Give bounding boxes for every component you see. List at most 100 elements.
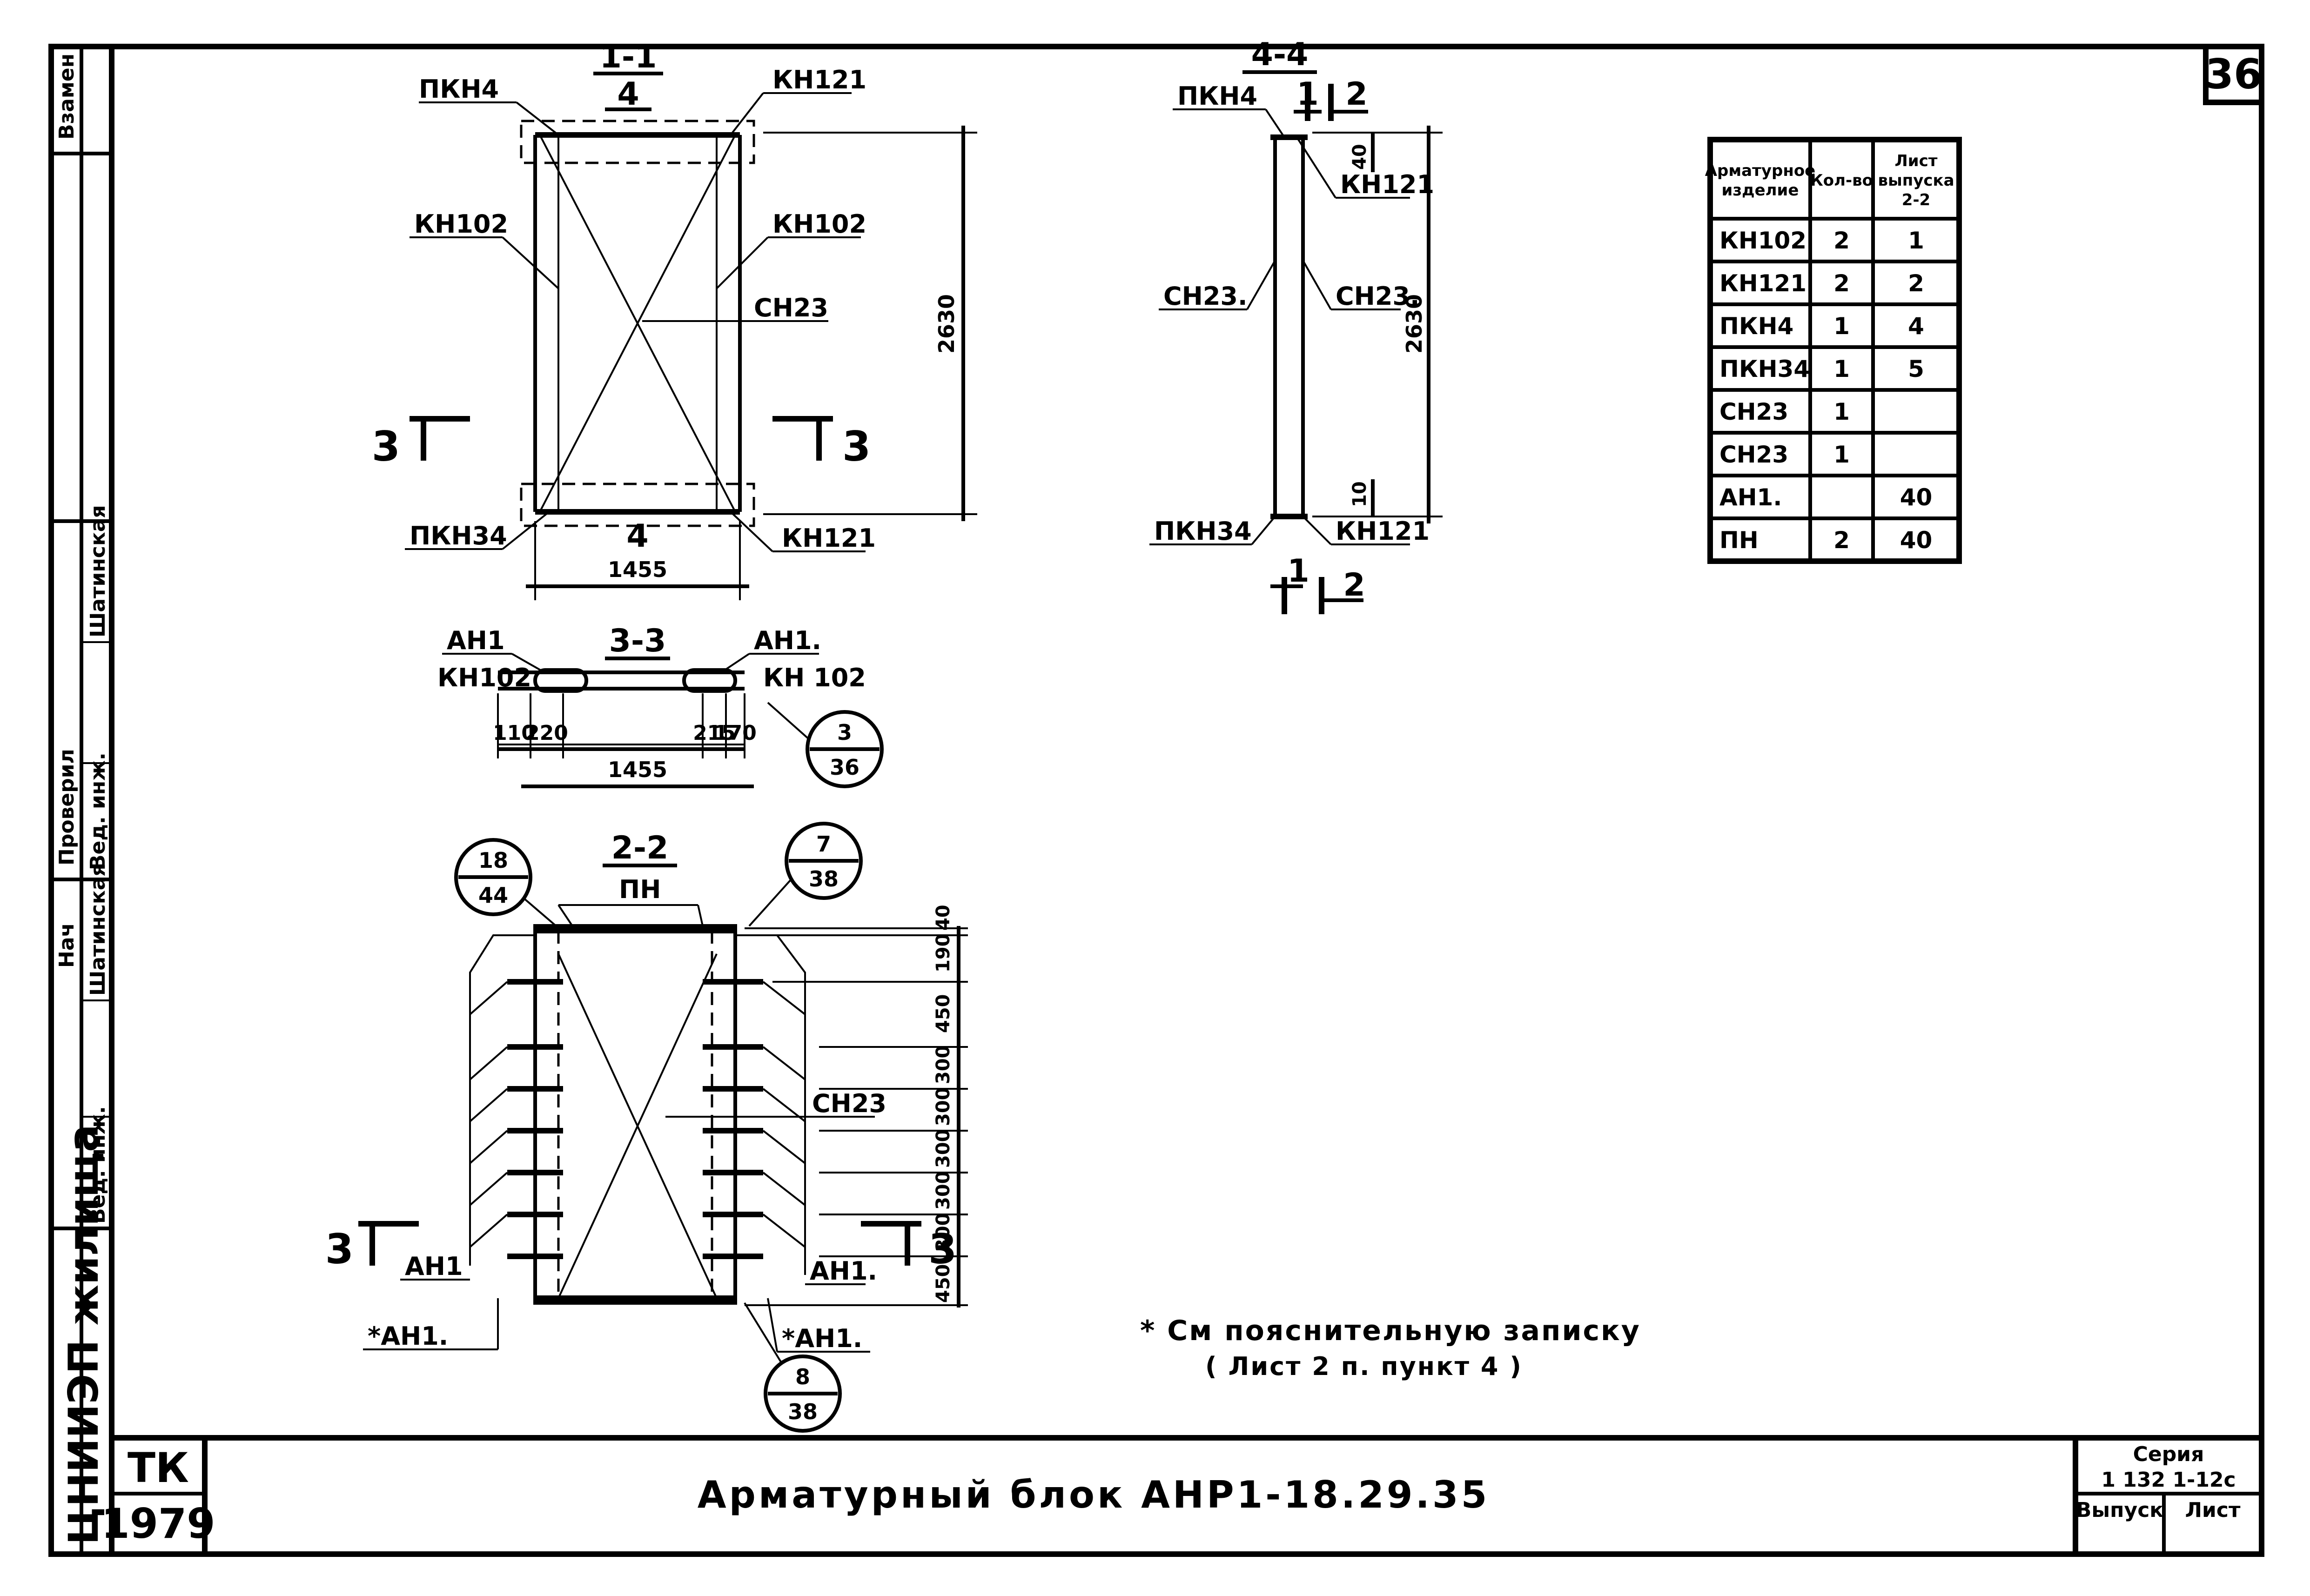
strip-lead: Нач <box>55 923 79 968</box>
footnote-line-1: * См пояснительную записку <box>1140 1314 1641 1347</box>
cut-bottom-2-label: 2 <box>1343 567 1365 604</box>
dim-2-2-1: 190 <box>933 934 954 973</box>
series-value: 1 132 1-12с <box>2101 1468 2236 1492</box>
dim-top: 40 <box>1349 144 1370 170</box>
leader <box>516 101 559 136</box>
section-title-3-3: 3-3 <box>609 623 666 659</box>
dim-bottom: 10 <box>1349 481 1370 507</box>
strip-org: ЦНИИЭП жилища <box>60 1125 107 1545</box>
anchor-diag <box>469 1172 508 1206</box>
callout-bottom: 36 <box>830 755 860 780</box>
strip-proveril: Проверил <box>55 749 79 865</box>
brace-2 <box>539 134 736 512</box>
leader <box>1251 516 1276 545</box>
leader <box>511 653 545 673</box>
strip-ved-inzh-2: Вед. инж. <box>86 1106 110 1224</box>
dim-total: 1455 <box>608 757 667 782</box>
table-cell: КН102 <box>1719 227 1806 254</box>
sheet-label: Лист <box>2185 1498 2241 1522</box>
leader <box>730 92 764 136</box>
view-4-4: 4-4 1 2 1 2 2630 40 10 ПКН4 КН121 <box>1149 36 1443 614</box>
table-cell: 1 <box>1833 441 1850 468</box>
table-cell: 1 <box>1908 227 1924 254</box>
label-an1-left: АН1 <box>447 626 505 655</box>
anchor-diag <box>762 1130 806 1164</box>
cut-3-right: 3 <box>928 1225 957 1273</box>
table-cell: 40 <box>1900 484 1933 511</box>
table-header-text: Кол-во <box>1810 171 1873 190</box>
leader <box>748 878 792 927</box>
table-cell: КН121 <box>1719 270 1806 297</box>
title-code: ТК <box>128 1444 189 1492</box>
callout-low-bottom: 38 <box>788 1399 818 1424</box>
dim-2-2-0: 40 <box>933 905 954 931</box>
leader <box>1302 260 1332 310</box>
view-3-3: 3-3 АН1 КН102 АН1. КН 102 110 220 215 17… <box>437 623 884 788</box>
anchor-diag <box>762 1214 806 1248</box>
dim-width: 1455 <box>608 557 667 582</box>
label-kn102-left: КН102 <box>414 209 508 239</box>
anchor-diag <box>469 1130 508 1164</box>
series-label: Серия <box>2133 1442 2204 1466</box>
label-an1-right: АН1. <box>754 626 821 655</box>
table-header-text: 2-2 <box>1902 191 1930 209</box>
cut-top-1-label: 1 <box>1296 76 1318 113</box>
callout-circle <box>806 710 884 788</box>
callout-right-bottom: 38 <box>809 866 839 892</box>
dim-small-4: 170 <box>714 721 757 745</box>
label-pkn34: ПКН34 <box>410 521 507 550</box>
table-cell: АН1. <box>1719 484 1782 511</box>
issue-label: Выпуск <box>2076 1498 2163 1522</box>
strip-vzamen: Взамен <box>55 54 79 140</box>
table-cell: ПН <box>1719 527 1759 554</box>
stepped-outline-left <box>469 934 535 1266</box>
view-2-2: 2-2 ПН <box>325 822 968 1433</box>
table-cell: 1 <box>1833 398 1850 425</box>
dim-2-2-8: 450 <box>933 1264 954 1303</box>
table-cell: СН23 <box>1719 398 1788 425</box>
title-year: 1979 <box>101 1500 215 1548</box>
cut-top-2-label: 2 <box>1345 76 1367 113</box>
dim-2-2-4: 300 <box>933 1087 954 1127</box>
table-header-text: выпуска <box>1878 171 1954 190</box>
view-1-1: 1-1 4 2630 1455 4 ПКН4 КН121 <box>372 39 977 600</box>
marker-top: 4 <box>617 76 639 113</box>
anchor-diag <box>469 981 508 1015</box>
section-title-1-1: 1-1 <box>600 39 657 75</box>
label-an1-right: АН1. <box>810 1256 877 1286</box>
leader <box>1297 139 1336 199</box>
leader <box>1302 516 1332 545</box>
sheet-title: Арматурный блок АНР1-18.29.35 <box>698 1473 1490 1516</box>
leader <box>1265 108 1285 138</box>
callout-left-bottom: 44 <box>478 883 508 908</box>
label-sn23-left: СН23. <box>1163 282 1247 311</box>
leader <box>523 897 557 927</box>
strip-name-1: Шатинская <box>86 505 110 637</box>
strip-ved-inzh-1: Вед. инж. <box>86 752 110 870</box>
table-cell: 5 <box>1908 355 1924 382</box>
marker-bottom: 4 <box>626 518 648 555</box>
table-cell: 2 <box>1833 270 1850 297</box>
sheet-number-box <box>2203 44 2264 105</box>
table-header-text: Лист <box>1895 152 1938 170</box>
dim-height: 2630 <box>934 294 959 354</box>
dim-small-2: 220 <box>525 721 568 745</box>
table-cell: ПКН4 <box>1719 313 1793 340</box>
callout-circle <box>454 838 532 916</box>
table-cell: 1 <box>1833 355 1850 382</box>
table-header-text: Арматурное <box>1705 161 1816 180</box>
leader <box>767 1298 778 1352</box>
table-cell: 2 <box>1833 227 1850 254</box>
label-an1-star-left: *АН1. <box>368 1321 448 1351</box>
label-kn121-bottom: КН121 <box>782 523 876 553</box>
leader <box>744 1302 783 1364</box>
dim-2-2-7: 300 <box>933 1213 954 1252</box>
leader <box>716 236 769 289</box>
table-border <box>1707 137 1962 564</box>
plan-hook-right <box>682 668 737 693</box>
table-cell: 40 <box>1900 527 1933 554</box>
table-cell: 1 <box>1833 313 1850 340</box>
label-kn121-top: КН121 <box>1340 170 1434 199</box>
leader <box>720 653 750 673</box>
